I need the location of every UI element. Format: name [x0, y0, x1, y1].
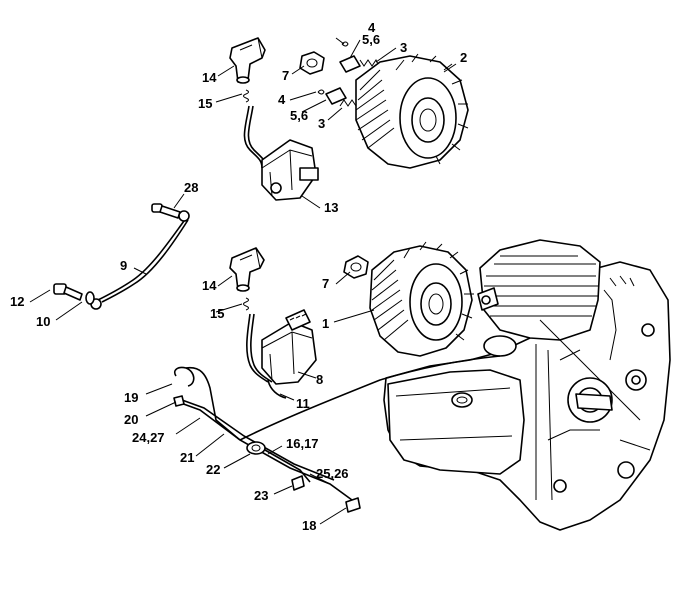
callout-5-6-mid: 5,6 [290, 108, 308, 123]
callout-12: 12 [10, 294, 24, 309]
ignition-lead-mid [246, 313, 269, 383]
spring-3-mid [339, 99, 357, 107]
callout-10: 10 [36, 314, 50, 329]
callout-28: 28 [184, 180, 198, 195]
callout-5-6-top: 5,6 [362, 32, 380, 47]
flywheel-1 [369, 241, 474, 357]
callout-23: 23 [254, 488, 268, 503]
connector-11 [267, 379, 287, 399]
ground-wire-9 [90, 219, 189, 310]
washer-10 [85, 291, 95, 305]
flywheel-top [355, 53, 469, 169]
callout-7-top: 7 [282, 68, 289, 83]
nut-top [299, 51, 325, 75]
pawl-top [339, 55, 361, 73]
leader-lines [29, 37, 457, 525]
spark-plug-boot-top [229, 37, 266, 84]
callout-3-top: 3 [400, 40, 407, 55]
callout-16-17: 16,17 [286, 436, 319, 451]
spark-plug-boot-mid [229, 247, 265, 292]
callout-9: 9 [120, 258, 127, 273]
callout-2: 2 [460, 50, 467, 65]
callout-4-top: 4 [368, 20, 376, 35]
pawl-mid [325, 87, 347, 105]
callout-15-mid: 15 [210, 306, 224, 321]
ignition-module-8 [261, 309, 317, 385]
callout-4-mid: 4 [278, 92, 286, 107]
callout-1: 1 [322, 316, 329, 331]
spring-top [243, 89, 249, 103]
callout-25-26: 25,26 [316, 466, 349, 481]
clip-mid [317, 89, 325, 95]
callout-14-top: 14 [202, 70, 217, 85]
screw-12 [53, 283, 83, 301]
callout-8: 8 [316, 372, 323, 387]
callout-14-mid: 14 [202, 278, 217, 293]
callout-24-27: 24,27 [132, 430, 165, 445]
callout-7-mid: 7 [322, 276, 329, 291]
callout-18: 18 [302, 518, 316, 533]
clip-top [341, 41, 349, 47]
callout-13: 13 [324, 200, 338, 215]
callout-22: 22 [206, 462, 220, 477]
spring-mid [243, 297, 249, 311]
ignition-lead-top [243, 105, 263, 169]
callout-19: 19 [124, 390, 138, 405]
callout-20: 20 [124, 412, 138, 427]
callout-15-top: 15 [198, 96, 212, 111]
callout-11: 11 [296, 396, 310, 411]
ignition-module-top [261, 139, 319, 201]
spring-3-top [359, 59, 379, 67]
wiring-harness [173, 355, 501, 513]
screw-28 [151, 203, 190, 222]
callout-labels: 14 15 7 4 5,6 3 2 4 5,6 3 13 28 9 12 10 … [10, 20, 467, 533]
engine-crankcase [383, 239, 671, 531]
callout-3-mid: 3 [318, 116, 325, 131]
callout-21: 21 [180, 450, 194, 465]
